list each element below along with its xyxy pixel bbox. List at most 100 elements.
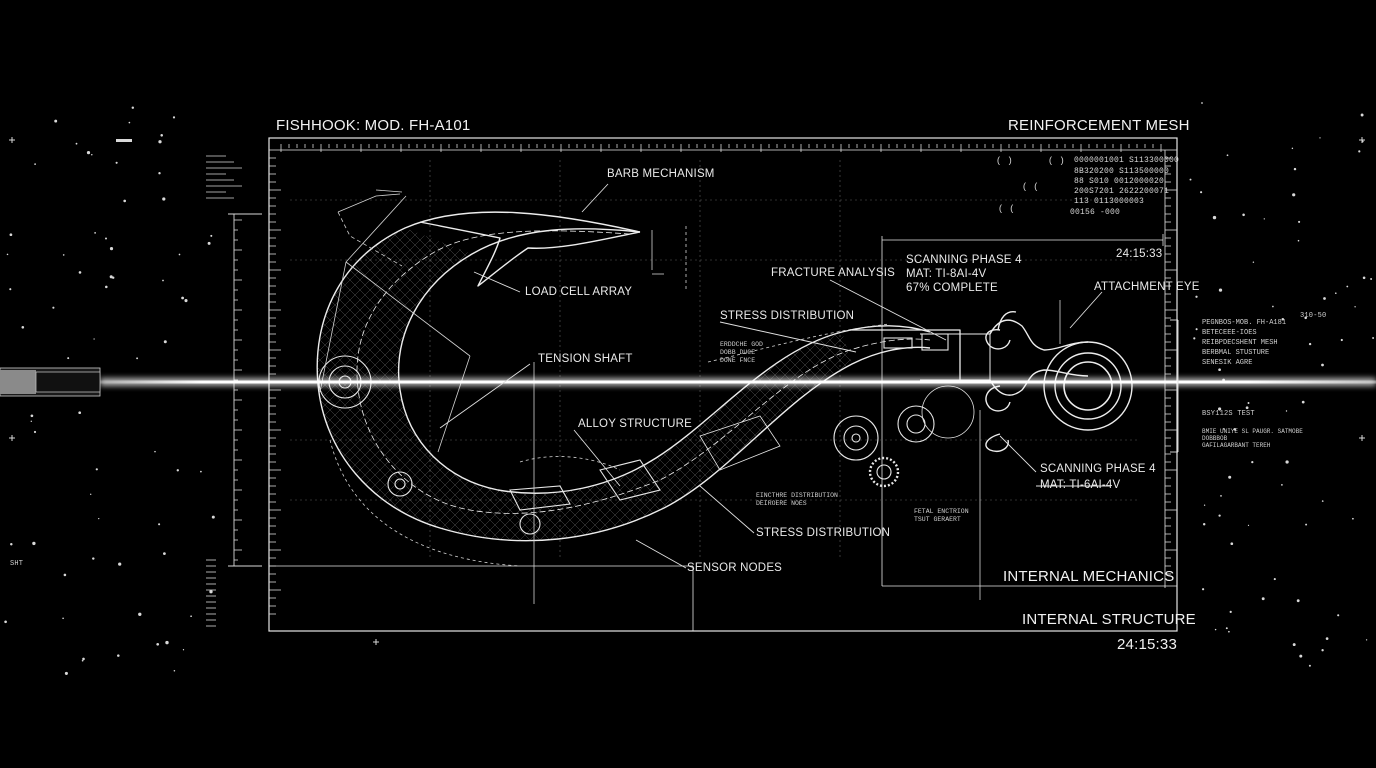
star-dot — [1372, 337, 1375, 339]
internal-mechanics-label: INTERNAL MECHANICS — [1003, 568, 1175, 585]
star-dot — [138, 612, 142, 616]
star-dot — [207, 241, 211, 245]
star-dot — [78, 271, 82, 274]
star-dot — [131, 106, 135, 109]
callout-barb-mechanism: BARB MECHANISM — [607, 168, 715, 180]
callout-stress-distribution-bottom: STRESS DISTRIBUTION — [756, 527, 891, 539]
star-dot — [1273, 578, 1276, 581]
star-dot — [33, 430, 37, 434]
star-dot — [1321, 649, 1324, 652]
star-dot — [1292, 643, 1296, 647]
callout-attachment-eye: ATTACHMENT EYE — [1094, 281, 1200, 293]
callout-stress-distribution-top: STRESS DISTRIBUTION — [720, 310, 855, 322]
crosshair-mark — [9, 435, 15, 441]
star-dot — [64, 671, 68, 675]
status-bracket: ( ) — [996, 156, 1013, 166]
star-dot — [1285, 410, 1288, 412]
crosshair-mark — [373, 639, 379, 645]
star-dot — [1299, 654, 1303, 658]
star-dot — [52, 306, 55, 309]
star-dot — [1281, 318, 1285, 321]
star-dot — [209, 590, 213, 594]
scan-material-bottom: MAT: TI-6AI-4V — [1040, 479, 1121, 491]
star-dot — [105, 237, 107, 240]
status-time: 24:15:33 — [1116, 248, 1163, 260]
star-dot — [1292, 193, 1296, 197]
star-dot — [1226, 154, 1229, 157]
note-line: SENESIK AGRE — [1202, 359, 1253, 367]
star-dot — [158, 140, 162, 144]
star-dot — [1230, 542, 1234, 546]
star-dot — [54, 119, 58, 123]
star-dot — [1301, 400, 1305, 404]
star-dot — [182, 649, 185, 651]
star-dot — [1362, 276, 1366, 280]
status-code: 0000001001 S113300000 — [1074, 156, 1180, 165]
star-dot — [154, 450, 156, 453]
star-dot — [1229, 610, 1232, 614]
star-dot — [117, 654, 120, 657]
note-fetal: FETAL ENCTRION TSUT GERAERT — [914, 508, 969, 524]
note-line: DEIROERE NOES — [756, 500, 807, 507]
star-dot — [1195, 295, 1198, 298]
star-dot — [9, 233, 13, 237]
star-dot — [210, 234, 213, 237]
status-bracket: ( ) — [1048, 156, 1065, 166]
star-dot — [1212, 215, 1217, 220]
laser-beam — [0, 367, 1376, 397]
note-line: REIBPDECSHENT MESH — [1202, 339, 1278, 347]
star-dot — [1358, 150, 1361, 153]
note-line: DONE FNCE — [720, 357, 756, 364]
star-dot — [1251, 460, 1254, 464]
star-dot — [115, 161, 118, 164]
blueprint-title: FISHHOOK: MOD. FH-A101 — [276, 117, 471, 134]
star-dot — [32, 541, 36, 546]
ruler-ticks — [206, 144, 1177, 627]
star-dot — [1214, 628, 1217, 631]
status-bracket: ( ( — [998, 204, 1015, 214]
star-dot — [6, 253, 9, 256]
note-right-test: BSY112S TEST — [1202, 410, 1255, 418]
star-dot — [118, 562, 122, 566]
star-dot — [1218, 514, 1221, 517]
star-dot — [1222, 427, 1225, 430]
star-dot — [1365, 639, 1368, 641]
footer-timestamp: 24:15:33 — [1117, 636, 1177, 653]
star-dot — [1202, 523, 1206, 526]
star-dot — [1195, 328, 1198, 331]
star-dot — [165, 640, 169, 645]
star-dot — [1220, 495, 1222, 497]
internal-structure-label: INTERNAL STRUCTURE — [1022, 611, 1196, 628]
star-dot — [86, 151, 91, 155]
note-line: DOBB DUCE — [720, 349, 756, 356]
note-line: BETECEEE-IOES — [1202, 329, 1257, 337]
callout-tension-shaft: TENSION SHAFT — [538, 353, 633, 365]
star-dot — [1189, 178, 1192, 181]
star-dot — [162, 279, 164, 282]
star-dot — [1325, 637, 1329, 640]
star-dot — [123, 199, 127, 203]
star-dot — [78, 411, 82, 415]
note-far-left: SHT — [10, 560, 24, 568]
top-right-label: REINFORCEMENT MESH — [1008, 117, 1190, 134]
star-dot — [1201, 102, 1203, 104]
star-field — [0, 102, 1375, 675]
star-dot — [1293, 167, 1297, 171]
star-dot — [1245, 406, 1249, 410]
callout-fracture-analysis: FRACTURE ANALYSIS — [771, 267, 895, 279]
star-dot — [1308, 342, 1312, 346]
dash-mark — [116, 139, 132, 142]
star-dot — [1233, 428, 1237, 431]
star-dot — [162, 197, 166, 201]
star-dot — [173, 669, 176, 672]
star-dot — [10, 542, 13, 546]
star-dot — [181, 296, 184, 300]
star-dot — [1305, 523, 1308, 526]
star-dot — [1298, 220, 1301, 223]
star-dot — [1304, 316, 1307, 320]
star-dot — [63, 573, 67, 577]
star-dot — [1228, 630, 1230, 633]
leader-lines — [439, 183, 1179, 569]
star-dot — [172, 116, 176, 119]
